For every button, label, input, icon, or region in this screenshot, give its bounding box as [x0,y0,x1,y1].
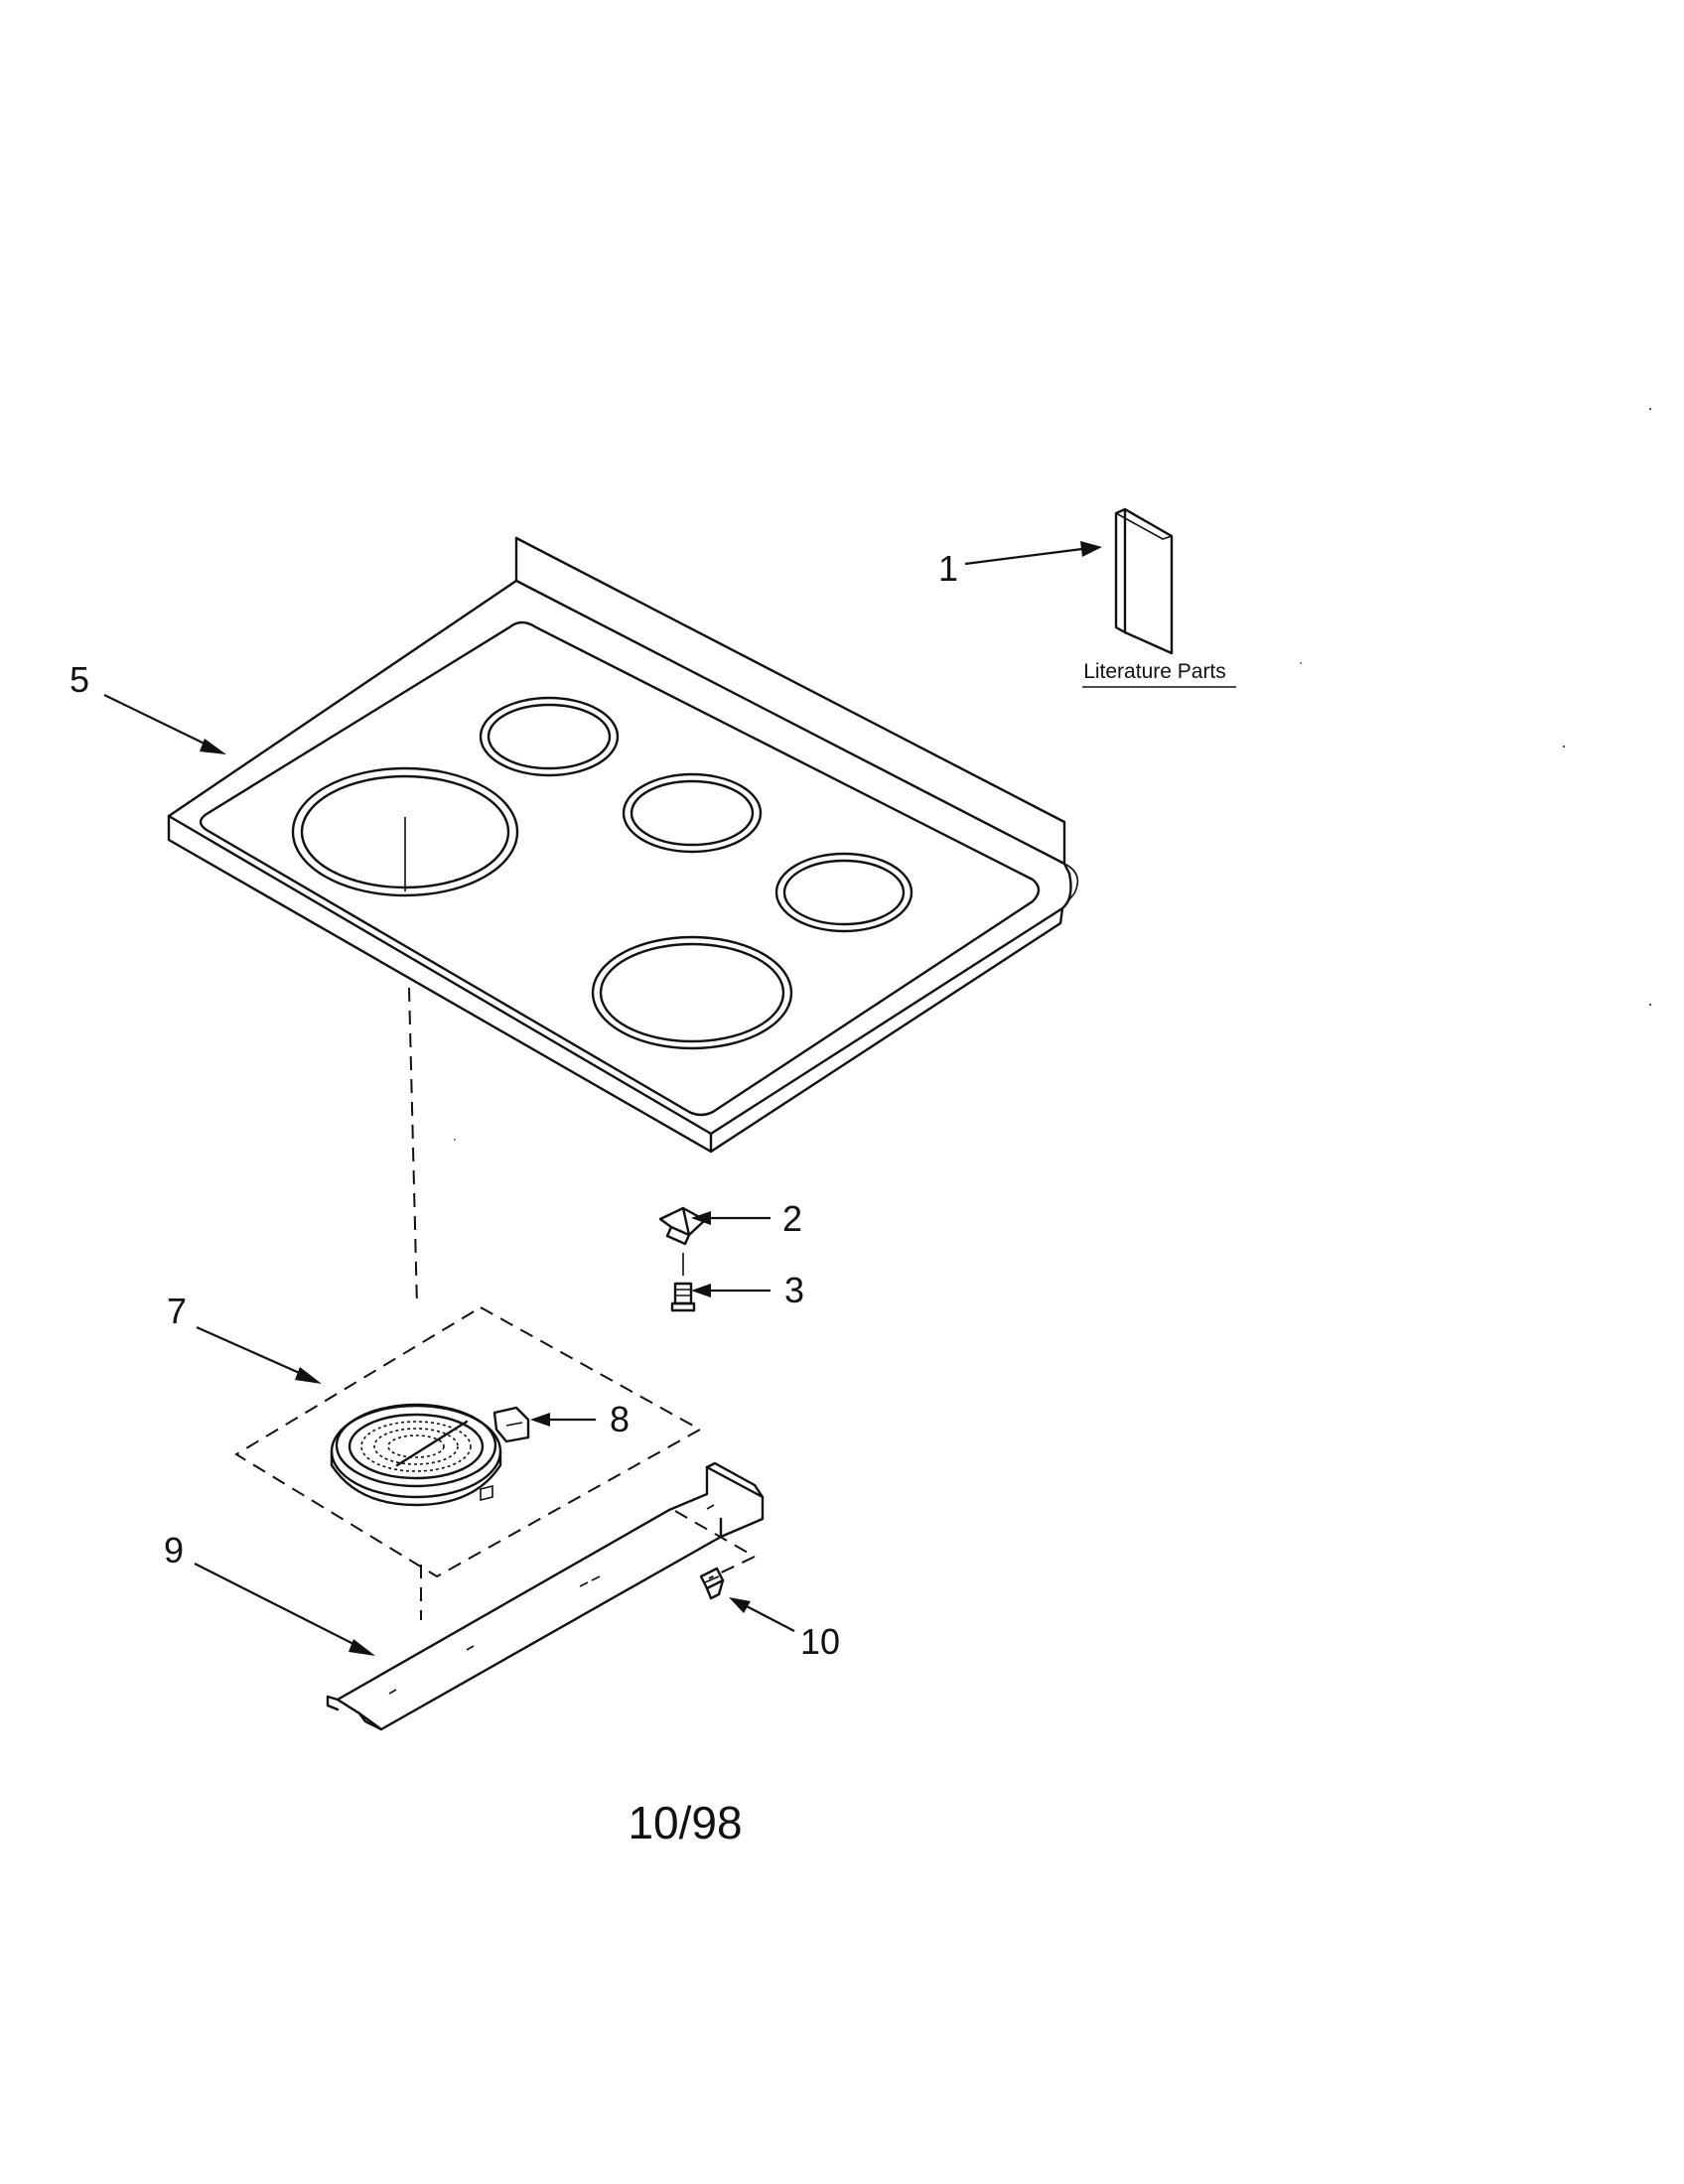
callout-5: 5 [70,659,89,700]
callout-10: 10 [800,1621,840,1662]
screw-part-3 [670,1282,696,1312]
literature-parts-label: Literature Parts [1083,660,1226,683]
bracket-part-9 [326,1461,765,1731]
scan-specks [454,407,1652,1141]
callout-9: 9 [164,1530,184,1570]
heating-element-part-8 [330,1403,530,1507]
callout-3: 3 [784,1270,804,1310]
leader-lines [103,541,1102,1656]
callout-7: 7 [167,1291,187,1331]
cooktop-part-5 [167,536,1079,1307]
literature-part-1: Literature Parts [1082,507,1236,688]
date-code: 10/98 [628,1797,742,1848]
element-box-part-7 [234,1305,703,1578]
burner-rings [291,696,913,1050]
callout-8: 8 [610,1399,630,1439]
screw-part-10 [699,1567,725,1600]
callout-2: 2 [782,1198,802,1239]
clip-part-2 [658,1206,707,1246]
callout-labels: 1 2 3 5 7 8 9 10 [70,548,958,1662]
callout-1: 1 [938,548,958,589]
